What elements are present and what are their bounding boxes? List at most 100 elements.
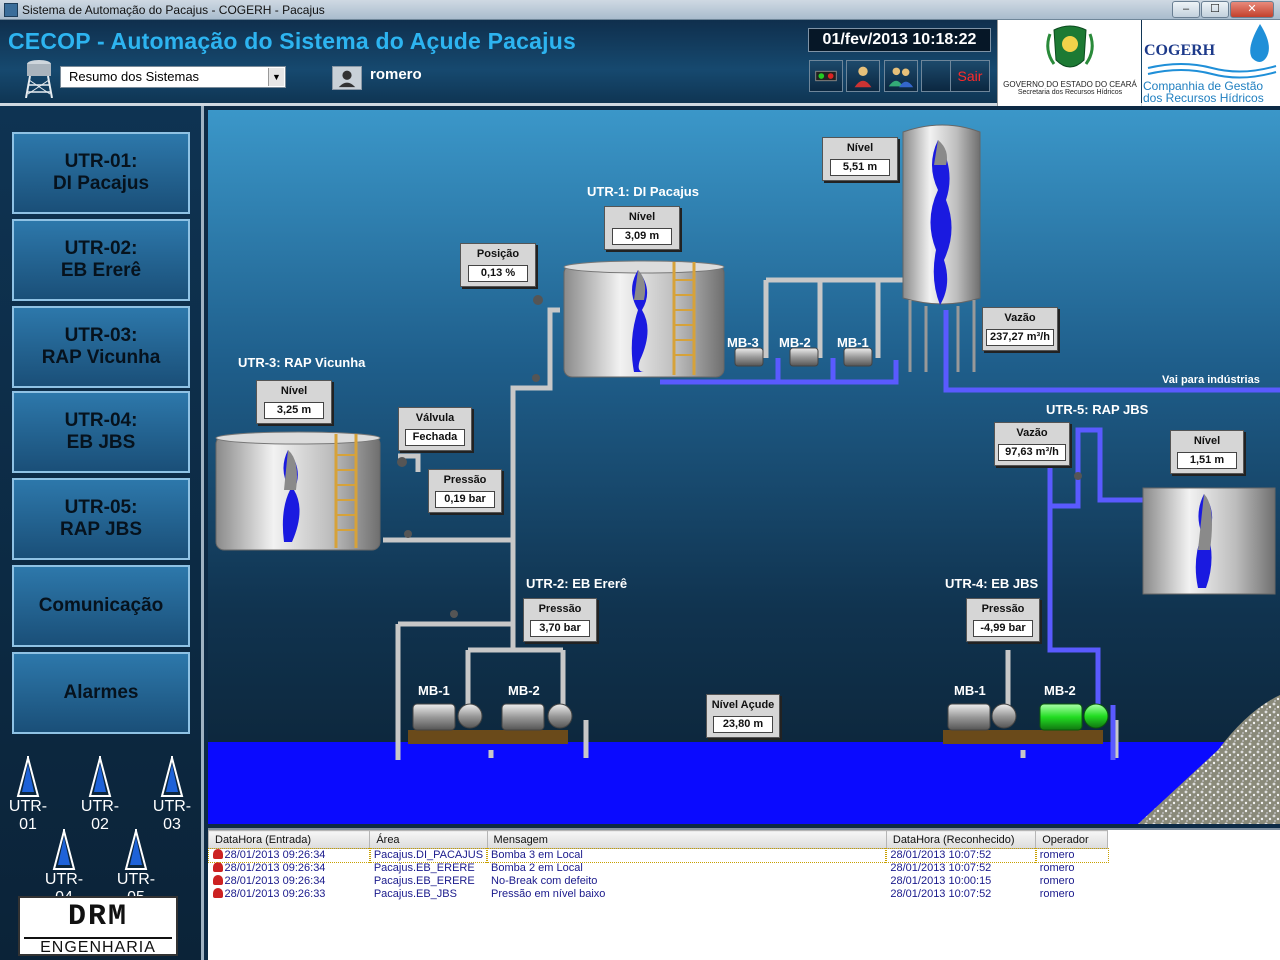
nav-comunicacao[interactable]: Comunicação bbox=[12, 565, 190, 647]
indicator-pressao-utr3: Pressão 0,19 bar bbox=[428, 469, 502, 513]
alarm-area: Pacajus.DI_PACAJUS bbox=[368, 847, 489, 863]
indicator-label: Pressão bbox=[981, 603, 1025, 615]
label-pump-mb2-utr2: MB-2 bbox=[508, 683, 540, 698]
chevron-down-icon[interactable]: ▼ bbox=[268, 68, 284, 86]
cell-text: 28/01/2013 09:26:34 bbox=[224, 875, 326, 887]
page-title: CECOP - Automação do Sistema do Açude Pa… bbox=[8, 28, 576, 54]
label-utr4: UTR-4: EB JBS bbox=[945, 576, 1039, 591]
column-operator[interactable]: Operador bbox=[1035, 830, 1108, 849]
drm-logo-mark: DRM bbox=[67, 900, 128, 934]
alarm-indicator-button[interactable] bbox=[809, 60, 843, 92]
indicator-label: Pressão bbox=[443, 474, 487, 486]
utr-04-status[interactable]: UTR-04 bbox=[40, 829, 88, 906]
indicator-label: Pressão bbox=[538, 603, 582, 615]
indicator-value: 3,70 bar bbox=[530, 620, 590, 637]
alarm-bell-icon bbox=[212, 849, 223, 860]
indicator-value: 5,51 m bbox=[829, 159, 891, 176]
table-row[interactable]: 28/01/2013 09:26:33 Pacajus.EB_JBS Press… bbox=[209, 888, 1108, 901]
utr5-tank bbox=[1142, 487, 1276, 595]
close-button[interactable]: ✕ bbox=[1230, 1, 1274, 18]
users-icon bbox=[888, 67, 914, 88]
nav-sublabel: EB Ererê bbox=[60, 260, 142, 281]
valves bbox=[397, 295, 1082, 618]
alarm-list[interactable]: DataHora (Entrada) Área Mensagem DataHor… bbox=[207, 828, 1280, 960]
alarm-ack-time: 28/01/2013 10:00:15 bbox=[890, 875, 992, 887]
label-utr2: UTR-2: EB Ererê bbox=[526, 576, 628, 591]
indicator-label: Vazão bbox=[1004, 312, 1036, 324]
indicator-value: 0,19 bar bbox=[435, 491, 495, 508]
reservoir-water bbox=[208, 742, 1280, 824]
nav-alarmes[interactable]: Alarmes bbox=[12, 652, 190, 734]
column-area[interactable]: Área bbox=[369, 830, 488, 849]
pump-base-utr2 bbox=[408, 730, 568, 744]
exit-button[interactable]: Sair bbox=[950, 60, 990, 92]
elevated-tank bbox=[902, 124, 981, 372]
column-message[interactable]: Mensagem bbox=[486, 830, 887, 849]
app-icon bbox=[4, 3, 18, 17]
alarm-operator: romero bbox=[1034, 847, 1109, 863]
alarm-operator: romero bbox=[1039, 875, 1075, 887]
antenna-icon bbox=[16, 756, 40, 797]
users-button[interactable] bbox=[884, 60, 918, 92]
alarm-message: Bomba 2 em Local bbox=[491, 862, 583, 874]
alarm-entry-time: 28/01/2013 09:26:34 bbox=[209, 862, 370, 875]
nav-label: Comunicação bbox=[38, 595, 164, 616]
utr-icon-label: UTR-01 bbox=[8, 798, 48, 833]
column-entry-time[interactable]: DataHora (Entrada) bbox=[207, 830, 371, 849]
indicator-label: Posição bbox=[476, 248, 520, 260]
nav-utr-02[interactable]: UTR-02:EB Ererê bbox=[12, 219, 190, 301]
label-utr5: UTR-5: RAP JBS bbox=[1046, 402, 1149, 417]
antenna-icon bbox=[124, 829, 148, 870]
water-drop-icon bbox=[1147, 24, 1277, 79]
operator-button[interactable] bbox=[846, 60, 880, 92]
alarm-bell-icon bbox=[212, 888, 223, 898]
table-row[interactable]: 28/01/2013 09:26:34 Pacajus.DI_PACAJUS B… bbox=[207, 847, 1109, 863]
indicator-pressao-utr2: Pressão 3,70 bar bbox=[523, 598, 597, 642]
nav-utr-04[interactable]: UTR-04:EB JBS bbox=[12, 391, 190, 473]
alarm-message: Pressão em nível baixo bbox=[491, 888, 606, 900]
table-row[interactable]: 28/01/2013 09:26:34 Pacajus.EB_ERERE No-… bbox=[209, 875, 1108, 888]
utr-01-status[interactable]: UTR-01 bbox=[4, 756, 52, 833]
cell-text: 28/01/2013 09:26:34 bbox=[224, 849, 326, 862]
nav-utr-01[interactable]: UTR-01:DI Pacajus bbox=[12, 132, 190, 214]
alarm-operator: romero bbox=[1039, 862, 1075, 874]
utr1-tank bbox=[563, 260, 725, 378]
label-pump-mb3-top: MB-3 bbox=[727, 335, 759, 350]
minimize-button[interactable]: – bbox=[1172, 1, 1200, 18]
table-row[interactable]: 28/01/2013 09:26:34 Pacajus.EB_ERERE Bom… bbox=[209, 862, 1108, 875]
alarm-area: Pacajus.EB_ERERE bbox=[373, 875, 475, 887]
maximize-button[interactable]: ☐ bbox=[1201, 1, 1229, 18]
operator-icon bbox=[854, 66, 872, 88]
indicator-value: 3,25 m bbox=[263, 402, 325, 419]
cell-text: 28/01/2013 09:26:34 bbox=[224, 862, 326, 874]
ceara-coat-of-arms-icon bbox=[1046, 25, 1094, 68]
antenna-icon bbox=[160, 756, 184, 797]
nav-sublabel: RAP JBS bbox=[59, 519, 142, 540]
blank-button[interactable] bbox=[921, 60, 955, 92]
label-pump-mb1-top: MB-1 bbox=[837, 335, 869, 350]
nav-utr-05[interactable]: UTR-05:RAP JBS bbox=[12, 478, 190, 560]
cell-text: 28/01/2013 09:26:33 bbox=[224, 888, 326, 900]
cogerh-brand: COGERH bbox=[1144, 42, 1216, 59]
utr-03-status[interactable]: UTR-03 bbox=[148, 756, 196, 833]
government-logo: GOVERNO DO ESTADO DO CEARÁ Secretaria do… bbox=[997, 20, 1141, 106]
column-ack-time[interactable]: DataHora (Reconhecido) bbox=[885, 830, 1037, 849]
app-header: CECOP - Automação do Sistema do Açude Pa… bbox=[0, 20, 1280, 106]
indicator-label: Vazão bbox=[1016, 427, 1048, 439]
nav-sublabel: DI Pacajus bbox=[52, 173, 150, 194]
system-select[interactable]: Resumo dos Sistemas ▼ bbox=[60, 66, 286, 88]
alarm-area: Pacajus.EB_JBS bbox=[373, 888, 457, 900]
datetime-display: 01/fev/2013 10:18:22 bbox=[808, 28, 991, 52]
utr-icon-label: UTR-02 bbox=[80, 798, 120, 833]
alarm-ack-time: 28/01/2013 10:07:52 bbox=[890, 888, 992, 900]
utr-02-status[interactable]: UTR-02 bbox=[76, 756, 124, 833]
utr-05-status[interactable]: UTR-05 bbox=[112, 829, 160, 906]
alarm-bell-icon bbox=[212, 862, 223, 872]
nav-utr-03[interactable]: UTR-03:RAP Vicunha bbox=[12, 306, 190, 388]
